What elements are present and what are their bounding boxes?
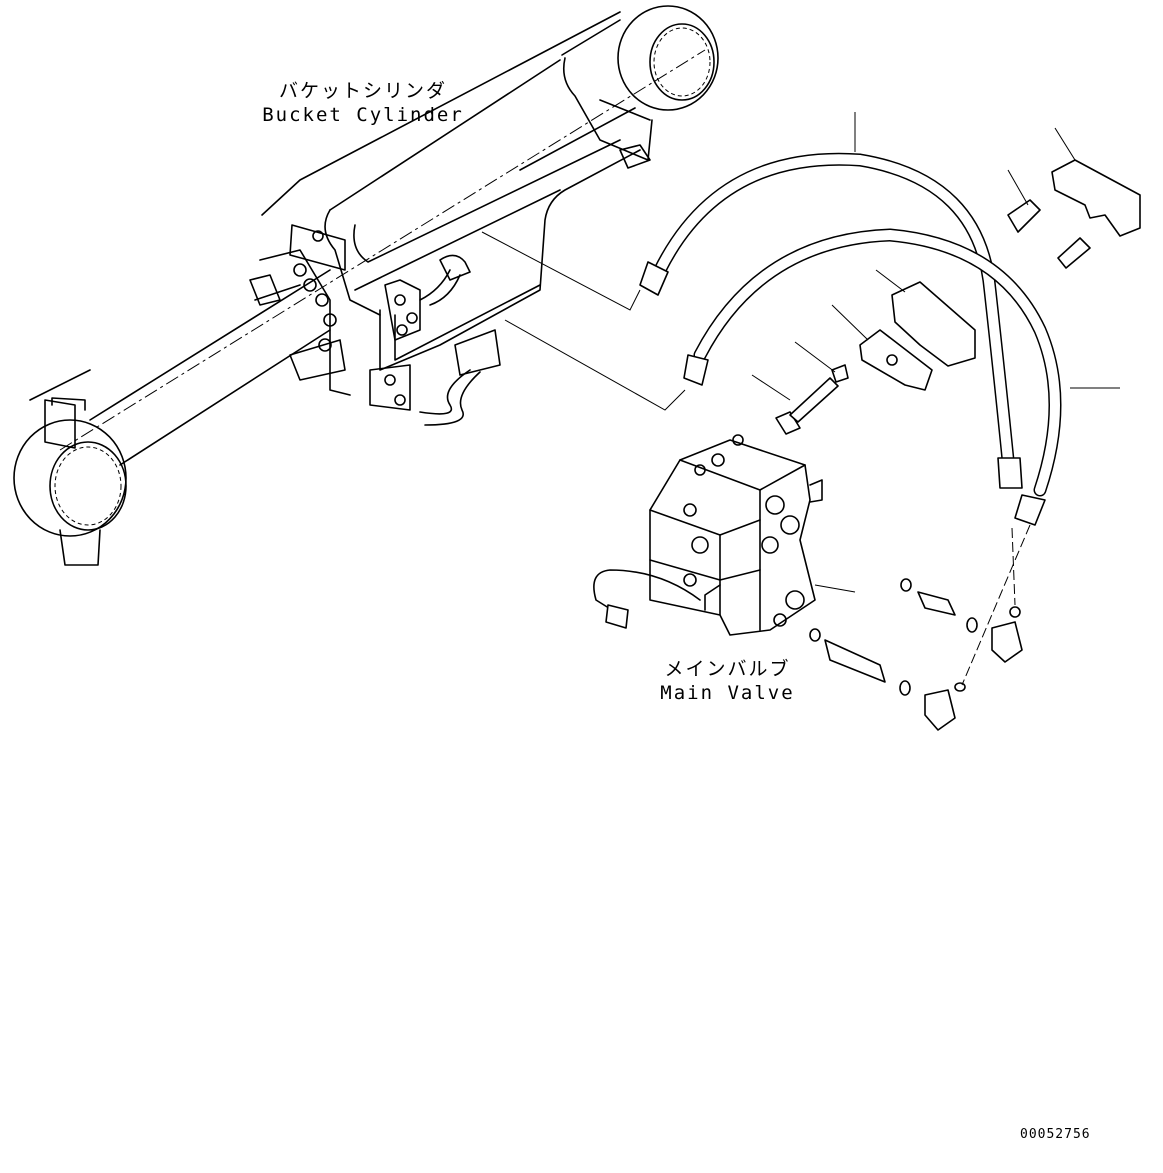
bucket-cylinder bbox=[13, 5, 719, 566]
bucket-cylinder-label-en: Bucket Cylinder bbox=[262, 104, 464, 126]
cylinder-rear-eye bbox=[617, 5, 719, 111]
clamp-top bbox=[1051, 127, 1141, 237]
hose-assembly-1 bbox=[639, 152, 1023, 489]
valve-fittings bbox=[809, 524, 1031, 731]
leader-line-2 bbox=[504, 319, 686, 411]
washer bbox=[794, 341, 849, 383]
hose-assembly-2 bbox=[683, 228, 1062, 526]
bucket-cylinder-label-jp: バケットシリンダ bbox=[278, 80, 447, 102]
drawing-number: 00052756 bbox=[1020, 1127, 1091, 1142]
main-valve-label-jp: メインバルブ bbox=[664, 658, 791, 680]
bolt bbox=[751, 374, 839, 435]
plate bbox=[831, 304, 933, 391]
clamp-lower bbox=[875, 269, 976, 367]
leader-line-1 bbox=[481, 231, 641, 311]
main-valve bbox=[593, 434, 856, 636]
cylinder-front-eye bbox=[13, 419, 127, 537]
sleeve-1 bbox=[1007, 169, 1041, 233]
main-valve-label-en: Main Valve bbox=[660, 682, 795, 704]
sleeve-2 bbox=[1057, 237, 1091, 269]
